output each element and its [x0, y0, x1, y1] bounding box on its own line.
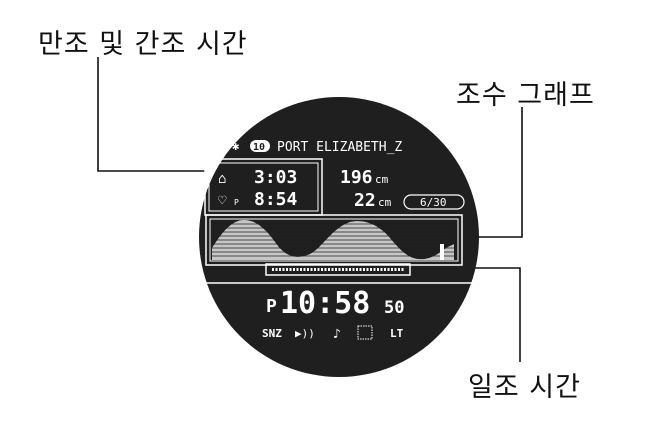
signal-icon: ▶)): [295, 327, 315, 340]
tide-level-2-unit: cm: [378, 196, 392, 209]
callout-tide-graph: 조수 그래프: [456, 80, 595, 111]
location-name: PORT ELIZABETH_Z: [277, 140, 402, 155]
tide-graph-marker: [440, 244, 444, 260]
tide-level-1-value: 196: [340, 167, 373, 188]
leader-tide-times: [97, 57, 205, 172]
tide-graph-box-inner: [209, 218, 459, 262]
main-time: 10:58: [280, 286, 370, 321]
light-indicator: LT: [390, 327, 404, 340]
location-badge: 10: [253, 142, 265, 153]
tide-level-1-unit: cm: [375, 173, 389, 186]
date-badge-bg: [403, 194, 465, 210]
high-tide-icon: ⌂: [218, 171, 226, 187]
tide-graph-dots: [212, 223, 454, 257]
alarm-icon: ♪: [333, 327, 341, 342]
seconds: 50: [384, 298, 404, 318]
tide-level-2-value: 22: [354, 190, 376, 211]
sun-time-bar: [265, 263, 411, 276]
callout-tide-times: 만조 및 간조 시간: [38, 29, 248, 60]
time-pm: P: [266, 296, 277, 317]
date: 6/30: [420, 196, 447, 209]
low-tide-pm: P: [234, 198, 239, 207]
tide-graph-box: [205, 214, 463, 266]
high-tide-time: 3:03: [254, 167, 297, 188]
snooze-indicator: SNZ: [262, 327, 282, 340]
callout-sun-time: 일조 시간: [468, 372, 581, 403]
leader-tide-graph: [462, 107, 523, 238]
low-tide-time: 8:54: [254, 189, 298, 210]
vibration-icon: [357, 325, 373, 340]
location-badge-bg: [250, 140, 270, 152]
bluetooth-icon: ✱: [232, 139, 239, 153]
tide-times-box-inner: [208, 162, 319, 212]
low-tide-icon: ♡: [218, 193, 227, 209]
